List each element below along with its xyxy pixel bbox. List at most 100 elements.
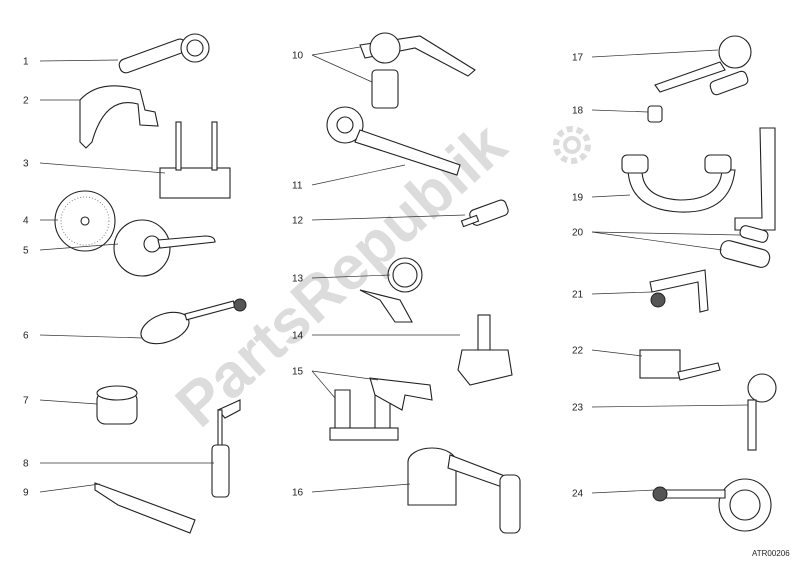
callout-6: 6: [23, 331, 144, 342]
leader-line: [591, 291, 653, 295]
callout-12: 12: [292, 214, 466, 227]
leader-line: [591, 49, 719, 58]
tool-24-holding-tool: [652, 478, 772, 532]
callout-21: 21: [572, 290, 653, 301]
tool-12-knurled-pin: [460, 199, 509, 228]
tool-3-bracket: [159, 121, 231, 199]
gear-icon: [553, 126, 591, 164]
callout-number: 11: [292, 181, 303, 192]
leader-line: [39, 243, 119, 251]
leader-line: [591, 194, 631, 198]
tool-21-bracket: [649, 269, 709, 313]
tool-7-socket: [96, 385, 138, 425]
leader-line: [591, 231, 741, 236]
callout-5: 5: [23, 243, 119, 257]
leader-line: [39, 483, 101, 493]
drawing-code: ATR00206: [752, 549, 790, 558]
tool-20-drifts: [719, 225, 771, 268]
leader-line: [311, 164, 406, 186]
callout-number: 5: [23, 246, 29, 257]
callout-19: 19: [572, 193, 631, 204]
tool-8-pin-tool: [211, 399, 241, 498]
callout-9: 9: [23, 483, 101, 499]
leader-line: [39, 399, 98, 405]
callout-number: 7: [23, 396, 29, 407]
callout-13: 13: [292, 274, 391, 285]
leader-line: [591, 109, 649, 113]
callout-24: 24: [572, 489, 656, 500]
callout-number: 13: [292, 274, 304, 285]
tool-11-spanner: [326, 106, 461, 176]
callout-number: 23: [572, 403, 584, 414]
callout-17: 17: [572, 49, 719, 64]
callout-8: 8: [23, 459, 214, 470]
leader-line: [591, 231, 723, 251]
callout-15: 15: [292, 367, 379, 399]
callout-number: 15: [292, 367, 304, 378]
tool-13-dial-gauge: [359, 257, 423, 323]
leader-line: [311, 274, 391, 279]
tool-2-hook-wrench: [79, 85, 159, 149]
leader-line: [311, 214, 466, 221]
tool-15-plates: [329, 377, 433, 441]
callout-number: 22: [572, 346, 584, 357]
tool-16-crank: [407, 447, 521, 534]
tool-23-bore-gauge: [747, 373, 777, 451]
callout-number: 16: [292, 488, 304, 499]
callout-number: 2: [23, 96, 29, 107]
callout-number: 8: [23, 459, 29, 470]
callout-1: 1: [23, 57, 119, 68]
tool-5-pointer-disc: [113, 219, 216, 277]
tool-drawings: [54, 32, 777, 534]
callout-number: 14: [292, 331, 304, 342]
callout-number: 3: [23, 159, 29, 170]
callout-22: 22: [572, 346, 643, 357]
callout-number: 19: [572, 193, 584, 204]
callout-11: 11: [292, 164, 406, 192]
callout-16: 16: [292, 483, 411, 499]
callout-number: 12: [292, 216, 304, 227]
callout-number: 24: [572, 489, 584, 500]
leader-line: [39, 334, 144, 339]
callout-number: 1: [23, 57, 29, 68]
callout-10: 10: [292, 46, 373, 83]
leader-line: [39, 162, 166, 174]
tool-17-flywheel-holder: [654, 35, 752, 96]
callout-number: 18: [572, 106, 584, 117]
tool-6-strap-wrench: [140, 298, 247, 345]
leader-line: [39, 59, 119, 62]
callout-2: 2: [23, 96, 80, 107]
tool-1-ratchet-wrench: [118, 33, 210, 74]
tool-4-degree-wheel: [54, 190, 116, 252]
callout-number: 4: [23, 216, 29, 227]
callout-18: 18: [572, 106, 649, 117]
leader-line: [591, 404, 749, 408]
tool-10-spanner-and-socket: [359, 32, 476, 109]
callout-23: 23: [572, 403, 749, 414]
tool-18-nut: [647, 105, 663, 123]
callout-number: 10: [292, 51, 304, 62]
leader-line: [311, 370, 336, 399]
tool-22-holder: [639, 349, 721, 381]
callout-3: 3: [23, 159, 166, 174]
callout-4: 4: [23, 216, 58, 227]
leader-line: [591, 489, 656, 494]
callout-number: 20: [572, 228, 584, 239]
leader-line: [311, 483, 411, 493]
callout-7: 7: [23, 396, 98, 407]
tool-14-puller: [457, 314, 513, 386]
callout-14: 14: [292, 331, 460, 342]
tool-19-c-clamp: [621, 127, 776, 231]
callout-number: 17: [572, 53, 584, 64]
leader-line: [311, 370, 379, 381]
callout-number: 9: [23, 488, 29, 499]
tool-9-driver: [94, 482, 196, 534]
callout-number: 21: [572, 290, 584, 301]
leader-line: [591, 349, 643, 357]
callout-20: 20: [572, 228, 741, 251]
leader-line: [311, 46, 361, 56]
callout-number: 6: [23, 331, 29, 342]
